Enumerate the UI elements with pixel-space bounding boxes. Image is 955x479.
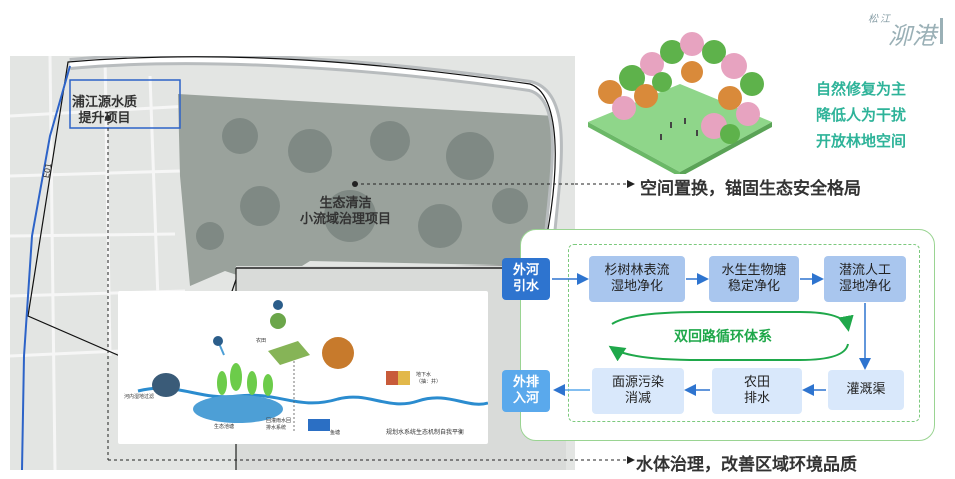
principle-natural-restoration: 自然修复为主 [816, 80, 907, 98]
logo-small-text: 松江 [868, 14, 892, 25]
water-system-graphic [137, 300, 489, 431]
flow-inner-frame [568, 244, 920, 422]
principle-reduce-interference: 降低人为干扰 [816, 106, 907, 124]
label-groundwater: 地下水 （抽：井） [416, 372, 442, 385]
logo-bar [940, 18, 943, 44]
forest-illustration [588, 32, 772, 174]
leader-top [575, 180, 635, 188]
forest-principles: 自然修复为主 降低人为干扰 开放林地空间 [816, 76, 906, 154]
step-bio-pond: 水生生物塘 稳定净化 [709, 256, 799, 302]
cycle-label: 双回路循环体系 [674, 329, 772, 345]
logo: 松江 泖港 [868, 6, 948, 50]
project-label-watershed: 生态清洁 小流域治理项目 [300, 196, 392, 227]
inflow-box: 外河 引水 [502, 258, 550, 300]
inset-caption: 规划水系统生态机制自我平衡 [386, 429, 465, 436]
label-fish-pond: 鱼塘 [330, 430, 341, 436]
label-eco-pond: 生态池塘 [214, 424, 235, 430]
logo-big-text: 泖港 [888, 22, 936, 50]
label-river-wetland: 河内湿地过滤 [124, 394, 155, 400]
flow-arrows [552, 273, 871, 396]
leader-bottom [575, 456, 635, 464]
caption-space: 空间置换，锚固生态安全格局 [640, 179, 861, 199]
project-label-pujiangyuan: 浦江源水质 提升项目 [72, 95, 138, 126]
label-farmland: 农田 [256, 338, 267, 344]
principle-open-space: 开放林地空间 [816, 132, 907, 150]
outflow-box: 外排 入河 [502, 370, 550, 412]
step-pollution-reduction: 面源污染 消减 [592, 368, 684, 414]
step-subsurface-wetland: 潜流人工 湿地净化 [824, 256, 906, 302]
step-farmland-drain: 农田 排水 [712, 368, 802, 414]
step-irrigation: 灌溉渠 [828, 370, 904, 410]
water-system-diagram: 河内湿地过滤 生态池塘 农田 鱼塘 回灌雨水回 排水系统 地下水 （抽：井） 规… [118, 291, 489, 444]
caption-water: 水体治理，改善区域环境品质 [636, 455, 857, 475]
label-reuse-system: 回灌雨水回 排水系统 [266, 418, 292, 431]
step-surface-wetland: 杉树林表流 湿地净化 [589, 256, 685, 302]
